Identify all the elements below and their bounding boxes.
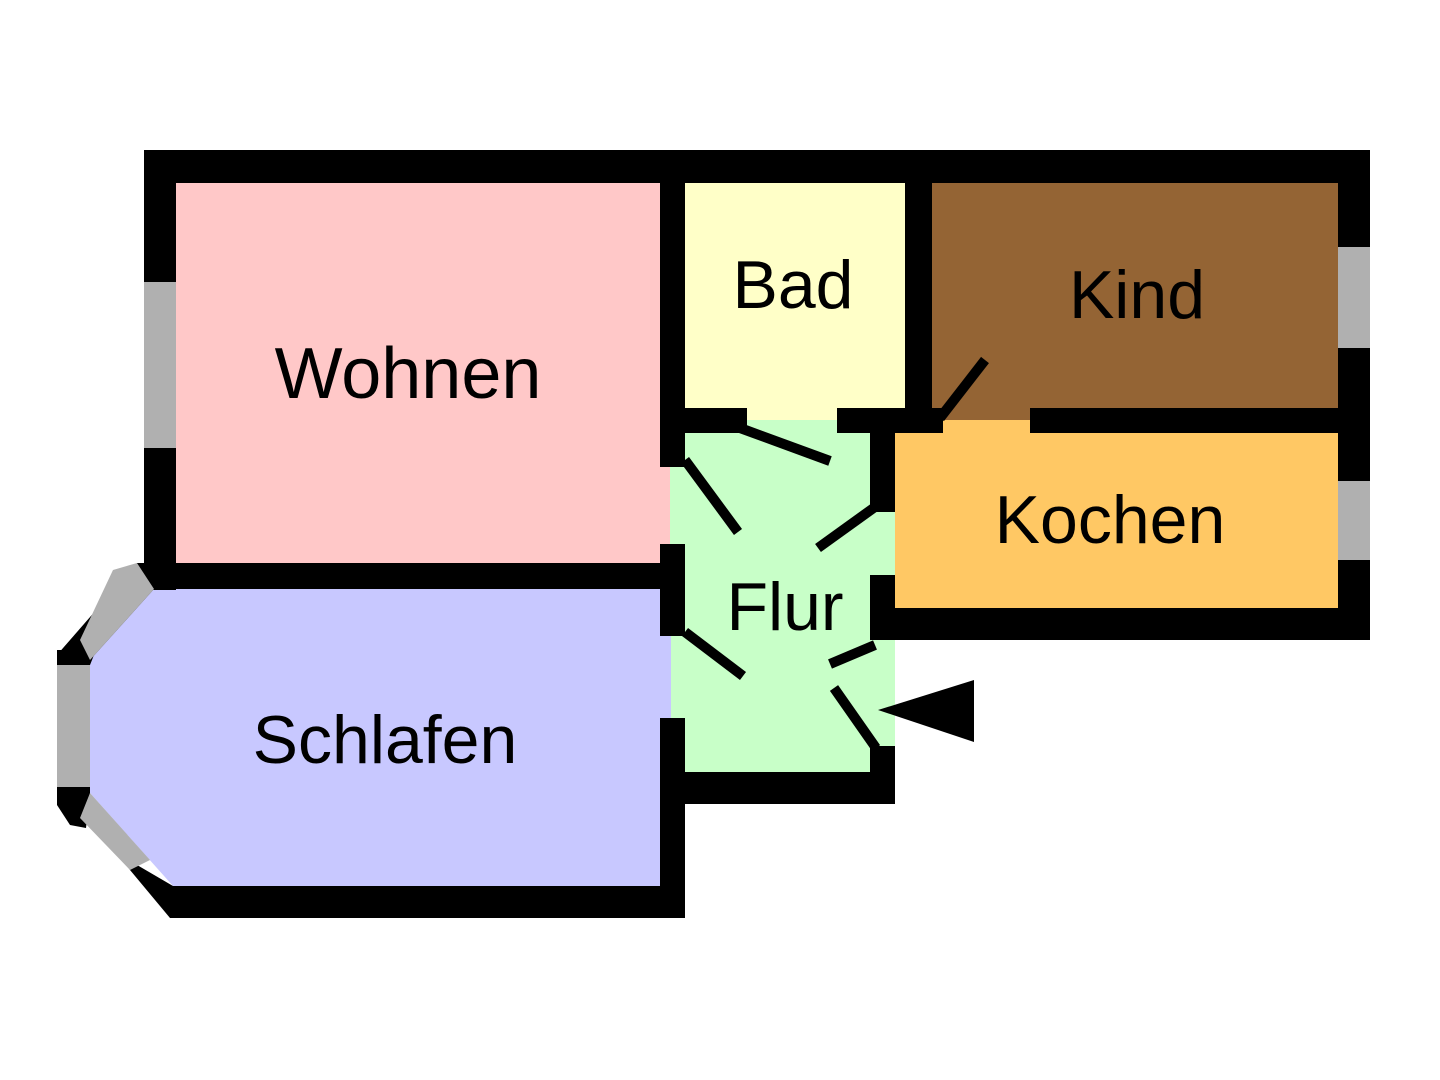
wall-bad-kind [905, 150, 932, 433]
wall-kochen-bottom [870, 608, 1370, 640]
door-kochen[interactable] [815, 502, 878, 553]
door-flur-closet[interactable] [828, 640, 877, 669]
wall-flur-bottom [660, 772, 895, 804]
label-schlafen: Schlafen [253, 702, 518, 778]
window-kochen [1338, 481, 1370, 560]
doors [680, 356, 989, 751]
window-wohnen [144, 282, 176, 448]
label-wohnen: Wohnen [275, 334, 542, 414]
wall-bad-bottom-left [660, 408, 747, 433]
door-schlafen[interactable] [681, 628, 747, 680]
wall-schlafen-bottom [173, 886, 685, 918]
door-kind[interactable] [936, 356, 989, 422]
window-schlafen-bay-bottom [80, 793, 150, 870]
wall-flur-right-upper [870, 433, 895, 512]
room-wohnen[interactable] [176, 183, 671, 563]
wall-left-upper [144, 150, 176, 282]
wall-schlafen-right [660, 718, 685, 918]
wall-right-top [1338, 150, 1370, 247]
room-schlafen[interactable] [90, 589, 671, 886]
room-bad[interactable] [685, 183, 906, 423]
door-entrance[interactable] [829, 685, 881, 751]
label-flur: Flur [726, 569, 843, 645]
entrance-arrow-icon [878, 680, 974, 742]
window-schlafen-bay-left [57, 665, 90, 787]
wall-kind-kochen [1030, 408, 1370, 433]
door-bad[interactable] [738, 423, 832, 466]
windows [57, 247, 1370, 870]
door-wohnen[interactable] [680, 457, 743, 535]
window-schlafen-bay-top [80, 563, 154, 660]
wall-wohnen-schlafen [144, 563, 685, 589]
wall-wohnen-right-lower [660, 544, 685, 636]
room-kind[interactable] [932, 183, 1338, 420]
label-kochen: Kochen [995, 482, 1226, 558]
wall-flur-right-lower [870, 575, 895, 640]
wall-top [144, 150, 1370, 183]
window-kind [1338, 247, 1370, 348]
label-kind: Kind [1069, 257, 1205, 333]
label-bad: Bad [733, 247, 854, 323]
room-kochen[interactable] [885, 420, 1338, 608]
wall-bay-bottom-corner [120, 855, 173, 918]
